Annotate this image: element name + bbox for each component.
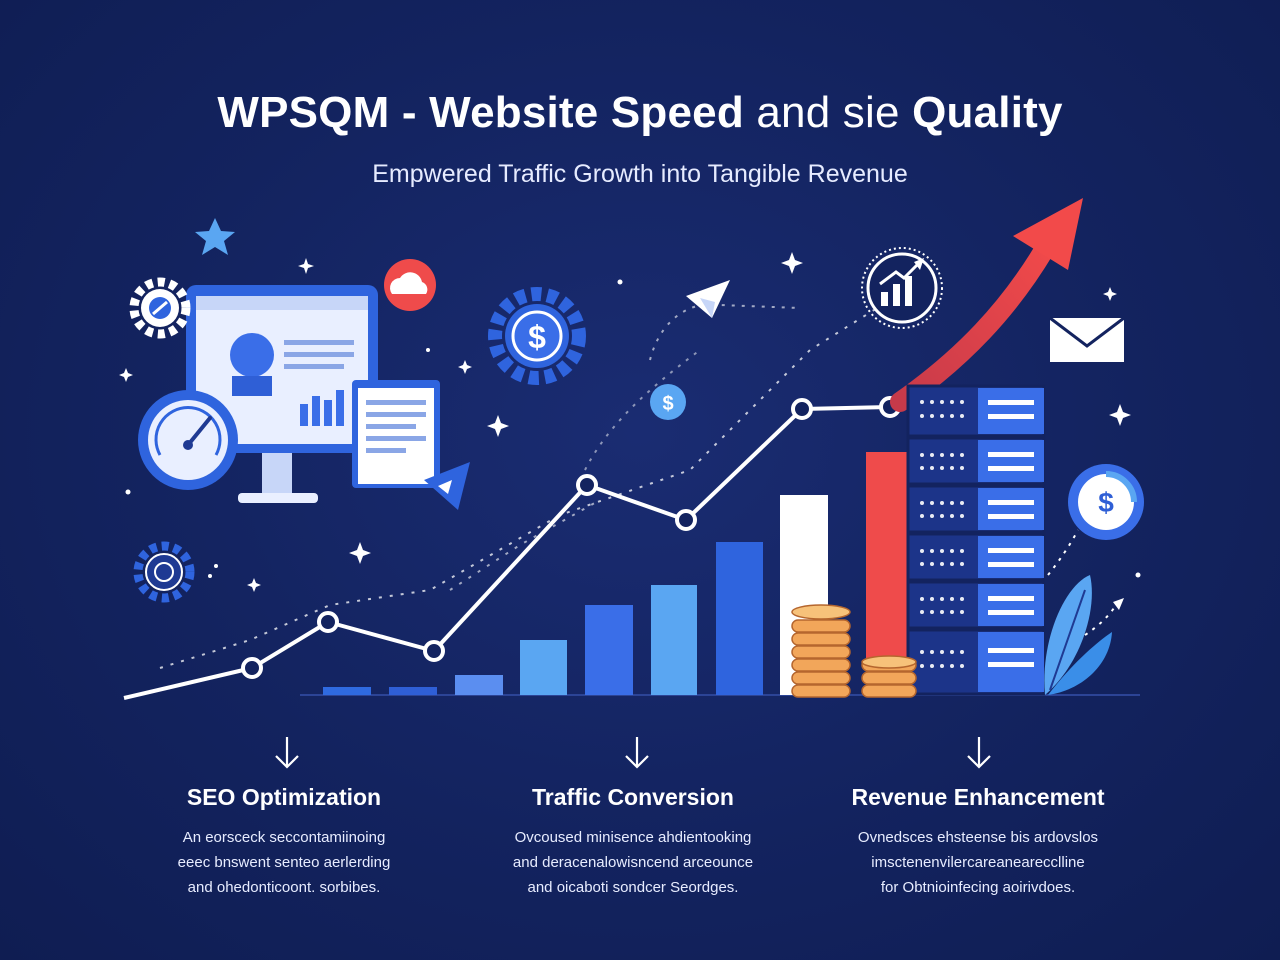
gear-icon xyxy=(129,277,191,339)
dollar-badge-icon: $ xyxy=(1068,464,1144,540)
column-text-line: Ovcoused minisence ahdientooking xyxy=(514,829,752,846)
column-revenue-enhancement: Revenue Enhancement Ovnedsces ehsteense … xyxy=(798,784,1158,900)
leaf-icon xyxy=(1044,575,1112,695)
svg-text:$: $ xyxy=(1098,487,1114,518)
trend-point xyxy=(241,657,263,679)
star-icon xyxy=(195,218,235,255)
bar-2 xyxy=(389,687,437,695)
plane-trail xyxy=(649,303,801,361)
bar-1 xyxy=(323,687,371,695)
target-gear-icon xyxy=(133,541,195,603)
column-text-line: Ovnedsces ehsteense bis ardovslos xyxy=(857,829,1099,846)
bar-9 xyxy=(866,452,910,695)
arrow-down-icon xyxy=(967,737,991,769)
column-text-line: and oicaboti sondcer Seordges. xyxy=(527,879,739,896)
column-text-line: and ohedonticoont. sorbibes. xyxy=(187,879,381,896)
trend-point xyxy=(423,640,445,662)
coin-stack-icon xyxy=(791,604,917,698)
dotted-trend-line-2 xyxy=(449,499,601,591)
trend-line xyxy=(123,405,891,700)
sparkle-icons xyxy=(119,252,1141,592)
bar-6 xyxy=(651,585,697,695)
column-text-line: An eorsceck seccontamiinoing xyxy=(182,829,386,846)
column-text-line: and deracenalowisncend arceounce xyxy=(512,854,754,871)
title-part-light: and sie xyxy=(756,88,900,137)
dotted-curve xyxy=(584,349,701,471)
title-part-bold-end: Quality xyxy=(912,88,1063,137)
small-arrow-icon xyxy=(1113,598,1124,610)
browser-window-icon xyxy=(352,380,440,488)
bar-7 xyxy=(716,542,763,695)
column-text-line: for Obtnioinfecing aoirivdoes. xyxy=(880,879,1076,896)
cloud-icon xyxy=(384,259,436,311)
column-text-line: imsctenenvilercareanearecclline xyxy=(871,854,1085,871)
growth-chart-icon xyxy=(861,247,943,329)
arrow-down-icon xyxy=(625,737,649,769)
dollar-gear-icon: $ xyxy=(488,287,586,385)
svg-text:$: $ xyxy=(528,319,546,355)
server-rack-icon xyxy=(906,384,1046,696)
page-title: WPSQM - Website Speed and sie Quality xyxy=(0,88,1280,138)
dollar-coin-icon: $ xyxy=(650,384,686,420)
monitor-icon xyxy=(186,285,378,503)
trend-point xyxy=(317,611,339,633)
column-seo-optimization: SEO Optimization An eorsceck seccontamii… xyxy=(104,784,464,900)
bar-group xyxy=(323,452,910,695)
column-title: SEO Optimization xyxy=(186,784,382,810)
play-button-icon xyxy=(424,462,470,510)
trend-point xyxy=(675,509,697,531)
bar-5 xyxy=(585,605,633,695)
bar-4 xyxy=(520,640,567,695)
trend-point xyxy=(576,474,598,496)
column-text-line: eeec bnswent senteo aerlerding xyxy=(177,854,391,871)
column-traffic-conversion: Traffic Conversion Ovcoused minisence ah… xyxy=(453,784,813,900)
badge-trail xyxy=(1047,529,1079,576)
arrow-down-icon xyxy=(275,737,299,769)
trend-points xyxy=(241,396,901,679)
column-title: Revenue Enhancement xyxy=(851,784,1105,810)
paper-plane-icon xyxy=(686,280,730,318)
title-part-bold: WPSQM - Website Speed xyxy=(217,88,744,137)
speedometer-icon xyxy=(138,390,238,490)
bar-3 xyxy=(455,675,503,695)
trend-point xyxy=(791,398,813,420)
svg-text:$: $ xyxy=(662,393,673,415)
column-title: Traffic Conversion xyxy=(532,784,734,810)
page-subtitle: Empwered Traffic Growth into Tangible Re… xyxy=(372,160,908,188)
envelope-icon xyxy=(1049,316,1125,362)
